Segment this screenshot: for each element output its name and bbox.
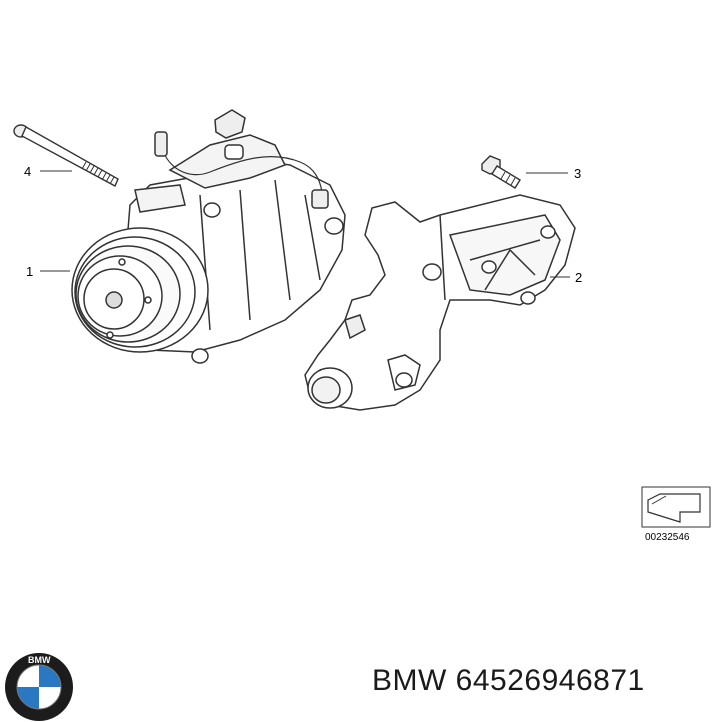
brand-name: BMW [372, 664, 447, 697]
compressor-bracket-part [304, 194, 576, 411]
part-caption: BMW 64526946871 [372, 664, 645, 698]
parts-diagram: 4 1 [13, 109, 711, 543]
compressor-bolt-part [13, 124, 119, 187]
bmw-roundel-icon: BMW [5, 653, 73, 721]
bracket-bolt-part [481, 155, 521, 189]
callout-2-label: 2 [575, 270, 582, 285]
logo-text: BMW [28, 655, 51, 665]
callout-1-label: 1 [26, 264, 33, 279]
folded-arrow-icon [647, 493, 701, 523]
drawing-reference-symbol: 00232546 [641, 486, 711, 543]
part-number: 64526946871 [455, 664, 645, 697]
drawing-code: 00232546 [645, 532, 690, 543]
callout-3-label: 3 [574, 166, 581, 181]
ac-compressor-part [71, 109, 346, 364]
callout-4-label: 4 [24, 164, 31, 179]
